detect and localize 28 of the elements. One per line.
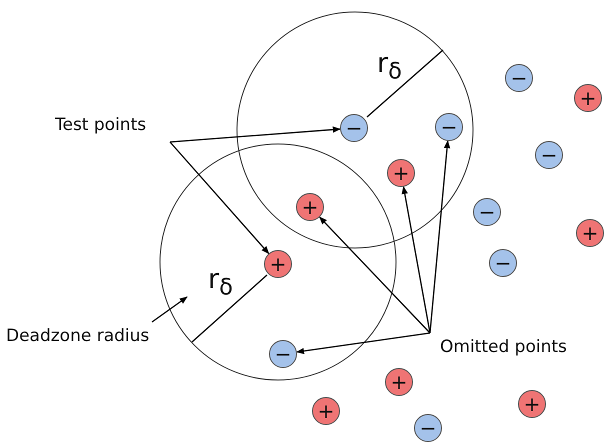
arrow bbox=[402, 186, 431, 334]
radius-label: r$_{δ}$ bbox=[377, 50, 402, 83]
positive-point: + bbox=[296, 193, 324, 221]
negative-point: − bbox=[535, 141, 563, 169]
arrow bbox=[429, 140, 450, 334]
arrow bbox=[170, 126, 341, 143]
positive-point: + bbox=[576, 219, 604, 247]
radius-label: r$_{δ}$ bbox=[208, 266, 233, 299]
negative-point: − bbox=[414, 414, 442, 442]
arrow bbox=[319, 216, 430, 334]
negative-point: − bbox=[489, 249, 517, 277]
positive-point: + bbox=[518, 390, 546, 418]
negative-point: − bbox=[340, 114, 368, 142]
positive-point: + bbox=[264, 250, 292, 278]
negative-point: − bbox=[505, 64, 533, 92]
arrow bbox=[296, 332, 430, 354]
callout-text: Omitted points bbox=[440, 339, 567, 356]
positive-point: + bbox=[387, 159, 415, 187]
arrow bbox=[152, 296, 188, 323]
callout-text: Test points bbox=[55, 117, 146, 134]
positive-point: + bbox=[385, 368, 413, 396]
positive-point: + bbox=[312, 397, 340, 425]
positive-point: + bbox=[574, 84, 602, 112]
negative-point: − bbox=[473, 198, 501, 226]
callout-text: Deadzone radius bbox=[6, 328, 150, 345]
arrow bbox=[170, 142, 270, 254]
negative-point: − bbox=[269, 340, 297, 368]
negative-point: − bbox=[435, 113, 463, 141]
